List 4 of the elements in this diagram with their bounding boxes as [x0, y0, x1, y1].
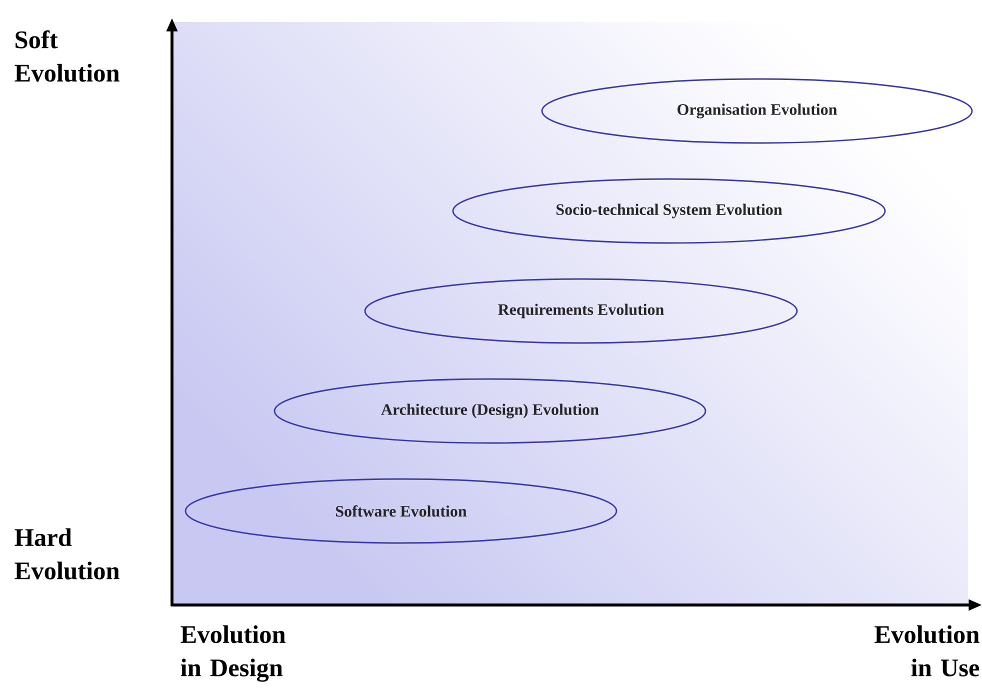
axis-label: Evolution in Design: [180, 625, 286, 682]
axis-label: Soft Evolution: [14, 30, 120, 82]
axis-label: Evolution in Use: [874, 625, 980, 676]
axis-label: Hard Evolution: [14, 528, 120, 580]
